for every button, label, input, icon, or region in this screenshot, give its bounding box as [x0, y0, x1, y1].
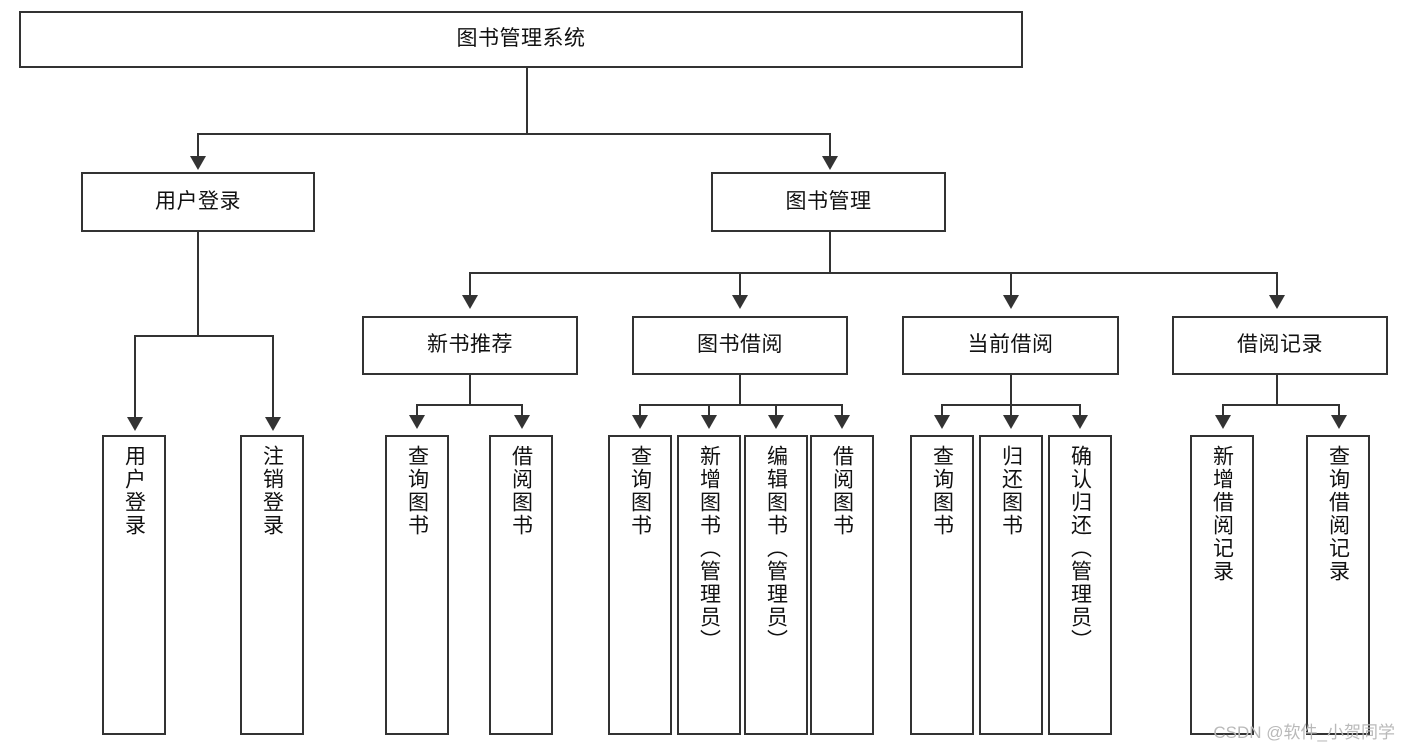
node-label: 用户登录 [122, 445, 146, 537]
leaf-user-login-login[interactable]: 用户登录 [102, 435, 166, 735]
arrow-user-login-to-leaf-1 [127, 417, 143, 431]
leaf-current-borrow-return-book[interactable]: 归还图书 [979, 435, 1043, 735]
node-label: 借阅图书 [509, 445, 533, 537]
arrow-br-to-leaf-1 [1215, 415, 1231, 429]
connector-cb-to-leaf-1 [941, 404, 943, 417]
connector-user-login-to-leaf-2 [272, 335, 274, 419]
node-current-borrow[interactable]: 当前借阅 [902, 316, 1119, 375]
connector-new-book-stem [469, 375, 471, 404]
leaf-book-borrow-query-book[interactable]: 查询图书 [608, 435, 672, 735]
node-borrow-record[interactable]: 借阅记录 [1172, 316, 1388, 375]
connector-bm-to-new-book [469, 272, 471, 297]
node-book-management[interactable]: 图书管理 [711, 172, 946, 232]
node-label: 新书推荐 [427, 333, 513, 357]
node-user-login[interactable]: 用户登录 [81, 172, 315, 232]
arrow-user-login-to-leaf-2 [265, 417, 281, 431]
connector-book-management-bus [469, 272, 1276, 274]
connector-user-login-bus [134, 335, 274, 337]
connector-br-to-leaf-1 [1222, 404, 1224, 417]
arrow-cb-to-leaf-3 [1072, 415, 1088, 429]
arrow-cb-to-leaf-1 [934, 415, 950, 429]
arrow-root-to-book-management [822, 156, 838, 170]
connector-nb-to-leaf-2 [521, 404, 523, 417]
connector-current-borrow-stem [1010, 375, 1012, 404]
connector-bb-to-leaf-1 [639, 404, 641, 417]
node-label: 查询图书 [628, 445, 652, 537]
arrow-cb-to-leaf-2 [1003, 415, 1019, 429]
connector-root-to-user-login [197, 133, 199, 158]
node-label: 借阅图书 [830, 445, 854, 537]
arrow-bm-to-current-borrow [1003, 295, 1019, 309]
node-label: 新增借阅记录 [1210, 445, 1234, 583]
arrow-bm-to-new-book [462, 295, 478, 309]
connector-user-login-stem [197, 232, 199, 335]
connector-user-login-to-leaf-1 [134, 335, 136, 419]
connector-bm-to-borrow-record [1276, 272, 1278, 297]
arrow-bb-to-leaf-3 [768, 415, 784, 429]
connector-cb-to-leaf-2 [1010, 404, 1012, 417]
arrow-root-to-user-login [190, 156, 206, 170]
node-label: 编辑图书（管理员） [764, 445, 788, 652]
node-label: 查询借阅记录 [1326, 445, 1350, 583]
connector-new-book-bus [416, 404, 523, 406]
arrow-bb-to-leaf-2 [701, 415, 717, 429]
connector-book-borrow-bus [639, 404, 842, 406]
node-new-book-recommend[interactable]: 新书推荐 [362, 316, 578, 375]
connector-borrow-record-bus [1222, 404, 1338, 406]
connector-book-borrow-stem [739, 375, 741, 404]
node-label: 注销登录 [260, 445, 284, 537]
arrow-bb-to-leaf-4 [834, 415, 850, 429]
arrow-nb-to-leaf-2 [514, 415, 530, 429]
leaf-user-login-logout[interactable]: 注销登录 [240, 435, 304, 735]
connector-nb-to-leaf-1 [416, 404, 418, 417]
connector-root-to-book-management [829, 133, 831, 158]
node-root-book-management-system[interactable]: 图书管理系统 [19, 11, 1023, 68]
node-label: 查询图书 [405, 445, 429, 537]
node-label: 查询图书 [930, 445, 954, 537]
leaf-current-borrow-confirm-return-admin[interactable]: 确认归还（管理员） [1048, 435, 1112, 735]
leaf-borrow-record-add-record[interactable]: 新增借阅记录 [1190, 435, 1254, 735]
connector-bb-to-leaf-3 [775, 404, 777, 417]
arrow-nb-to-leaf-1 [409, 415, 425, 429]
connector-root-bus [197, 133, 829, 135]
node-label: 用户登录 [155, 189, 241, 213]
arrow-br-to-leaf-2 [1331, 415, 1347, 429]
connector-bm-to-current-borrow [1010, 272, 1012, 297]
connector-borrow-record-stem [1276, 375, 1278, 404]
connector-br-to-leaf-2 [1338, 404, 1340, 417]
leaf-borrow-record-query-record[interactable]: 查询借阅记录 [1306, 435, 1370, 735]
connector-bm-to-book-borrow [739, 272, 741, 297]
node-label: 确认归还（管理员） [1068, 445, 1092, 652]
arrow-bm-to-borrow-record [1269, 295, 1285, 309]
leaf-current-borrow-query-book[interactable]: 查询图书 [910, 435, 974, 735]
connector-book-management-stem [829, 232, 831, 272]
leaf-book-borrow-edit-book-admin[interactable]: 编辑图书（管理员） [744, 435, 808, 735]
node-label: 图书借阅 [697, 333, 783, 357]
node-label: 归还图书 [999, 445, 1023, 537]
node-book-borrow[interactable]: 图书借阅 [632, 316, 848, 375]
arrow-bm-to-book-borrow [732, 295, 748, 309]
node-label: 新增图书（管理员） [697, 445, 721, 652]
leaf-book-borrow-borrow-book[interactable]: 借阅图书 [810, 435, 874, 735]
node-label: 借阅记录 [1237, 333, 1323, 357]
connector-cb-to-leaf-3 [1079, 404, 1081, 417]
leaf-book-borrow-add-book-admin[interactable]: 新增图书（管理员） [677, 435, 741, 735]
node-label: 图书管理 [785, 189, 872, 213]
connector-bb-to-leaf-4 [841, 404, 843, 417]
node-label: 当前借阅 [967, 333, 1054, 357]
connector-root-stem [526, 68, 528, 133]
arrow-bb-to-leaf-1 [632, 415, 648, 429]
leaf-new-book-query-book[interactable]: 查询图书 [385, 435, 449, 735]
connector-bb-to-leaf-2 [708, 404, 710, 417]
leaf-new-book-borrow-book[interactable]: 借阅图书 [489, 435, 553, 735]
node-label: 图书管理系统 [456, 27, 586, 51]
